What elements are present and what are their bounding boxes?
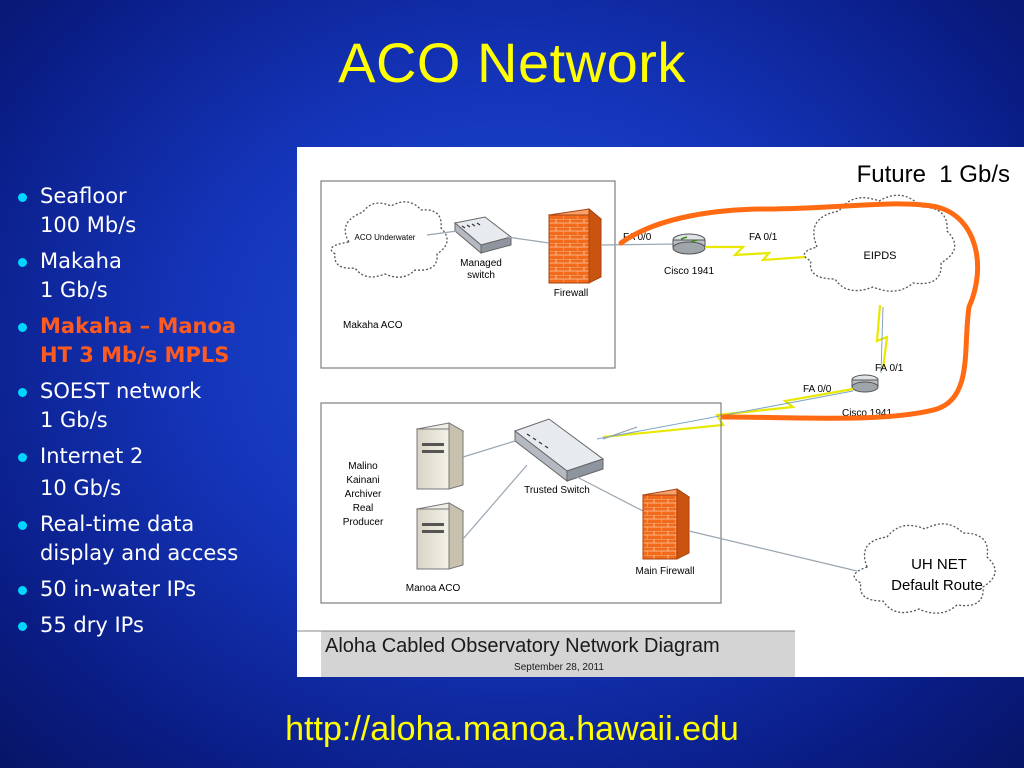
- bullet-dot-icon: [18, 388, 27, 397]
- bullet-dot-icon: [18, 622, 27, 631]
- makaha-aco-label: Makaha ACO: [343, 320, 403, 331]
- eipds-cloud-icon: [803, 194, 956, 292]
- managed-switch-label: Managed: [460, 258, 502, 269]
- bullet-dot-icon: [18, 521, 27, 530]
- bullet-item: 55 dry IPs: [18, 611, 293, 640]
- banner-date: September 28, 2011: [514, 662, 604, 673]
- future-label: Future 1 Gb/s: [856, 161, 1010, 188]
- eipds-link: [880, 306, 884, 374]
- mpls-lightning-icon: [602, 387, 854, 439]
- bullet-item: 50 in-water IPs: [18, 575, 293, 604]
- aco-underwater-label: ACO Underwater: [355, 233, 416, 242]
- svg-text:Kainani: Kainani: [346, 475, 379, 486]
- svg-text:Producer: Producer: [343, 517, 384, 528]
- fa00-bottom-label: FA 0/0: [803, 384, 832, 395]
- fa01-bottom-label: FA 0/1: [875, 363, 904, 374]
- footer-url[interactable]: http://aloha.manoa.hawaii.edu: [285, 710, 739, 748]
- manoa-link: [462, 426, 644, 540]
- bullet-item: Internet 2: [18, 442, 293, 471]
- slide-title: ACO Network: [338, 31, 686, 94]
- uh-net-label: UH NET: [911, 556, 967, 573]
- bullet-dot-icon: [18, 453, 27, 462]
- uh-net-route-label: Default Route: [891, 577, 983, 594]
- aco-underwater-cloud-icon: [330, 201, 448, 278]
- svg-text:Archiver: Archiver: [345, 489, 382, 500]
- uhnet-link: [688, 530, 858, 572]
- network-diagram-svg: ACO Underwater Managed switch Firewall M…: [297, 180, 996, 677]
- server-icon: [415, 422, 465, 490]
- cisco-top-label: Cisco 1941: [664, 266, 714, 277]
- network-diagram: ACO Underwater Managed switch Firewall M…: [297, 147, 1024, 677]
- banner-title: Aloha Cabled Observatory Network Diagram: [325, 635, 720, 657]
- managed-switch-icon: [453, 216, 513, 255]
- server-icon: [415, 502, 465, 570]
- fa00-top-label: FA 0/0: [623, 232, 652, 243]
- svg-text:Real: Real: [353, 503, 374, 514]
- wan-link-lightning-icon: [705, 245, 806, 262]
- fa01-top-label: FA 0/1: [749, 232, 778, 243]
- svg-text:Malino: Malino: [348, 461, 378, 472]
- bullet-dot-icon: [18, 193, 27, 202]
- bullet-dot-icon: [18, 258, 27, 267]
- trusted-switch-label: Trusted Switch: [524, 485, 590, 496]
- makaha-aco-box: [320, 180, 616, 369]
- bullet-dot-icon: [18, 323, 27, 332]
- manoa-aco-box: [320, 402, 722, 604]
- cisco-bottom-label: Cisco 1941: [842, 408, 892, 419]
- managed-switch-label-2: switch: [467, 270, 495, 281]
- makaha-link: [426, 230, 676, 246]
- firewall-label: Firewall: [554, 288, 588, 299]
- main-firewall-icon: [641, 488, 691, 560]
- cisco-router-top-icon: [672, 233, 706, 255]
- bullet-continuation: 10 Gb/s: [40, 476, 122, 500]
- uh-net-cloud-icon: [853, 523, 996, 614]
- manoa-aco-label: Manoa ACO: [406, 583, 461, 594]
- cisco-router-bottom-icon: [851, 374, 879, 393]
- main-firewall-label: Main Firewall: [636, 566, 695, 577]
- servers-label: Malino Kainani Archiver Real Producer: [343, 461, 384, 528]
- diagram-banner: [321, 631, 795, 677]
- future-link-loop: [618, 201, 981, 421]
- eipds-label: EIPDS: [863, 250, 896, 262]
- trusted-switch-icon: [513, 418, 605, 483]
- firewall-icon: [547, 207, 603, 284]
- bullet-dot-icon: [18, 586, 27, 595]
